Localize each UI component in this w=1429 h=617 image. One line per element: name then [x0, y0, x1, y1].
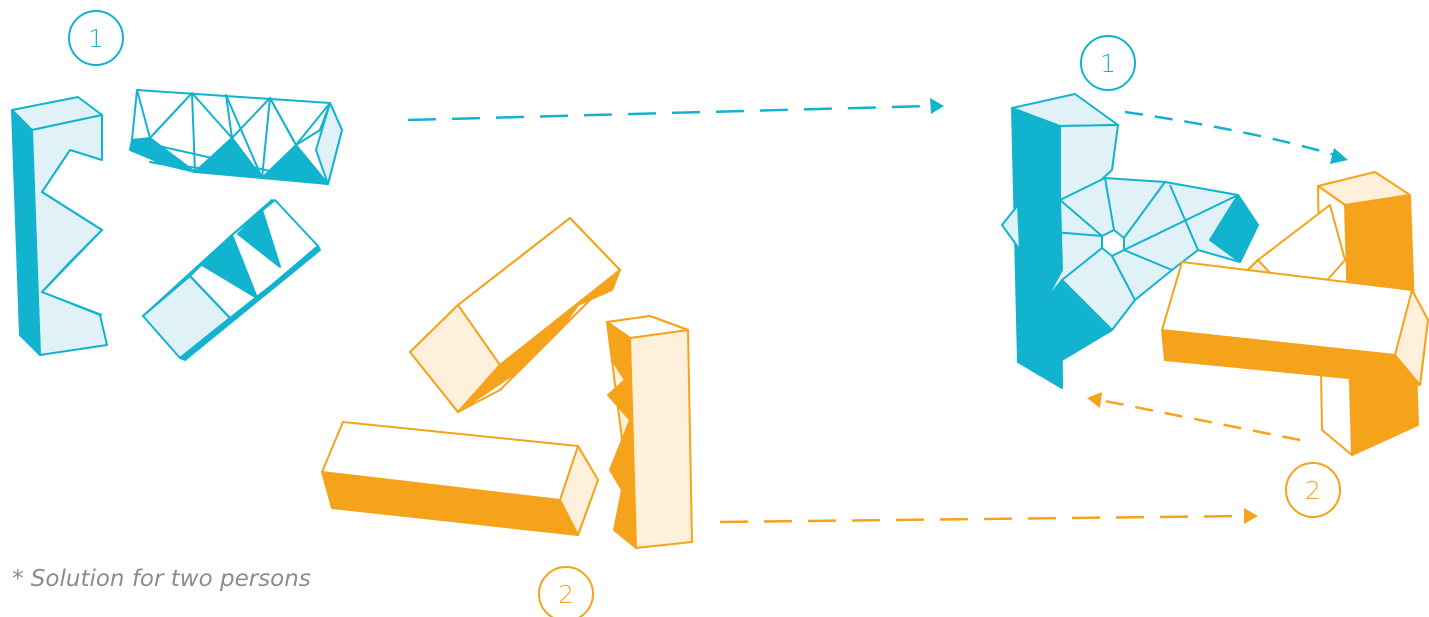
svg-text:2: 2 — [1305, 476, 1321, 505]
svg-text:1: 1 — [1100, 49, 1116, 78]
label-circle-2-bottom: 2 — [539, 567, 593, 617]
orange-piece-diagonal — [410, 218, 620, 412]
label-circle-1-right: 1 — [1081, 36, 1135, 90]
blue-piece-top — [130, 90, 342, 184]
svg-text:1: 1 — [88, 24, 104, 53]
svg-text:2: 2 — [558, 580, 574, 609]
label-circle-1-left: 1 — [69, 11, 123, 65]
blue-piece-diagonal — [143, 200, 320, 360]
orange-piece-vertical — [607, 316, 692, 548]
dashed-arrow-icon — [1087, 392, 1300, 440]
label-circle-2-right: 2 — [1286, 463, 1340, 517]
footnote-text: * Solution for two persons — [12, 566, 311, 592]
blue-piece-vertical — [12, 97, 107, 355]
orange-piece-horizontal — [322, 422, 598, 535]
dashed-arrow-icon — [720, 508, 1258, 524]
dashed-arrow-icon — [1125, 112, 1348, 164]
dashed-arrow-icon — [408, 98, 944, 120]
